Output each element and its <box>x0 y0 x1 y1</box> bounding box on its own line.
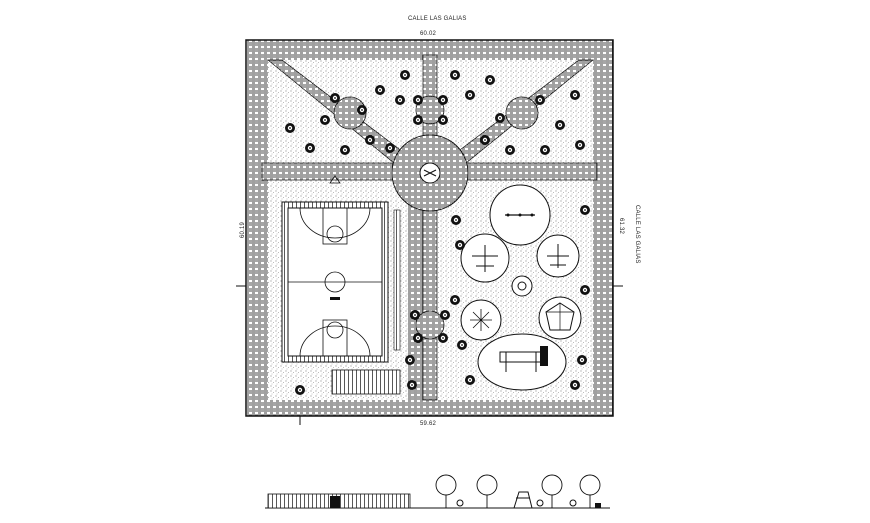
dimension-bottom: 59.62 <box>420 421 437 427</box>
carousel <box>511 275 533 297</box>
dimension-top: 60.02 <box>420 31 437 37</box>
service-building <box>331 369 401 395</box>
street-label-top: CALLE LAS GALIAS <box>408 16 467 22</box>
elevation-trees <box>435 474 601 508</box>
bleachers <box>393 209 401 351</box>
playground-equipment-icon <box>456 491 577 509</box>
